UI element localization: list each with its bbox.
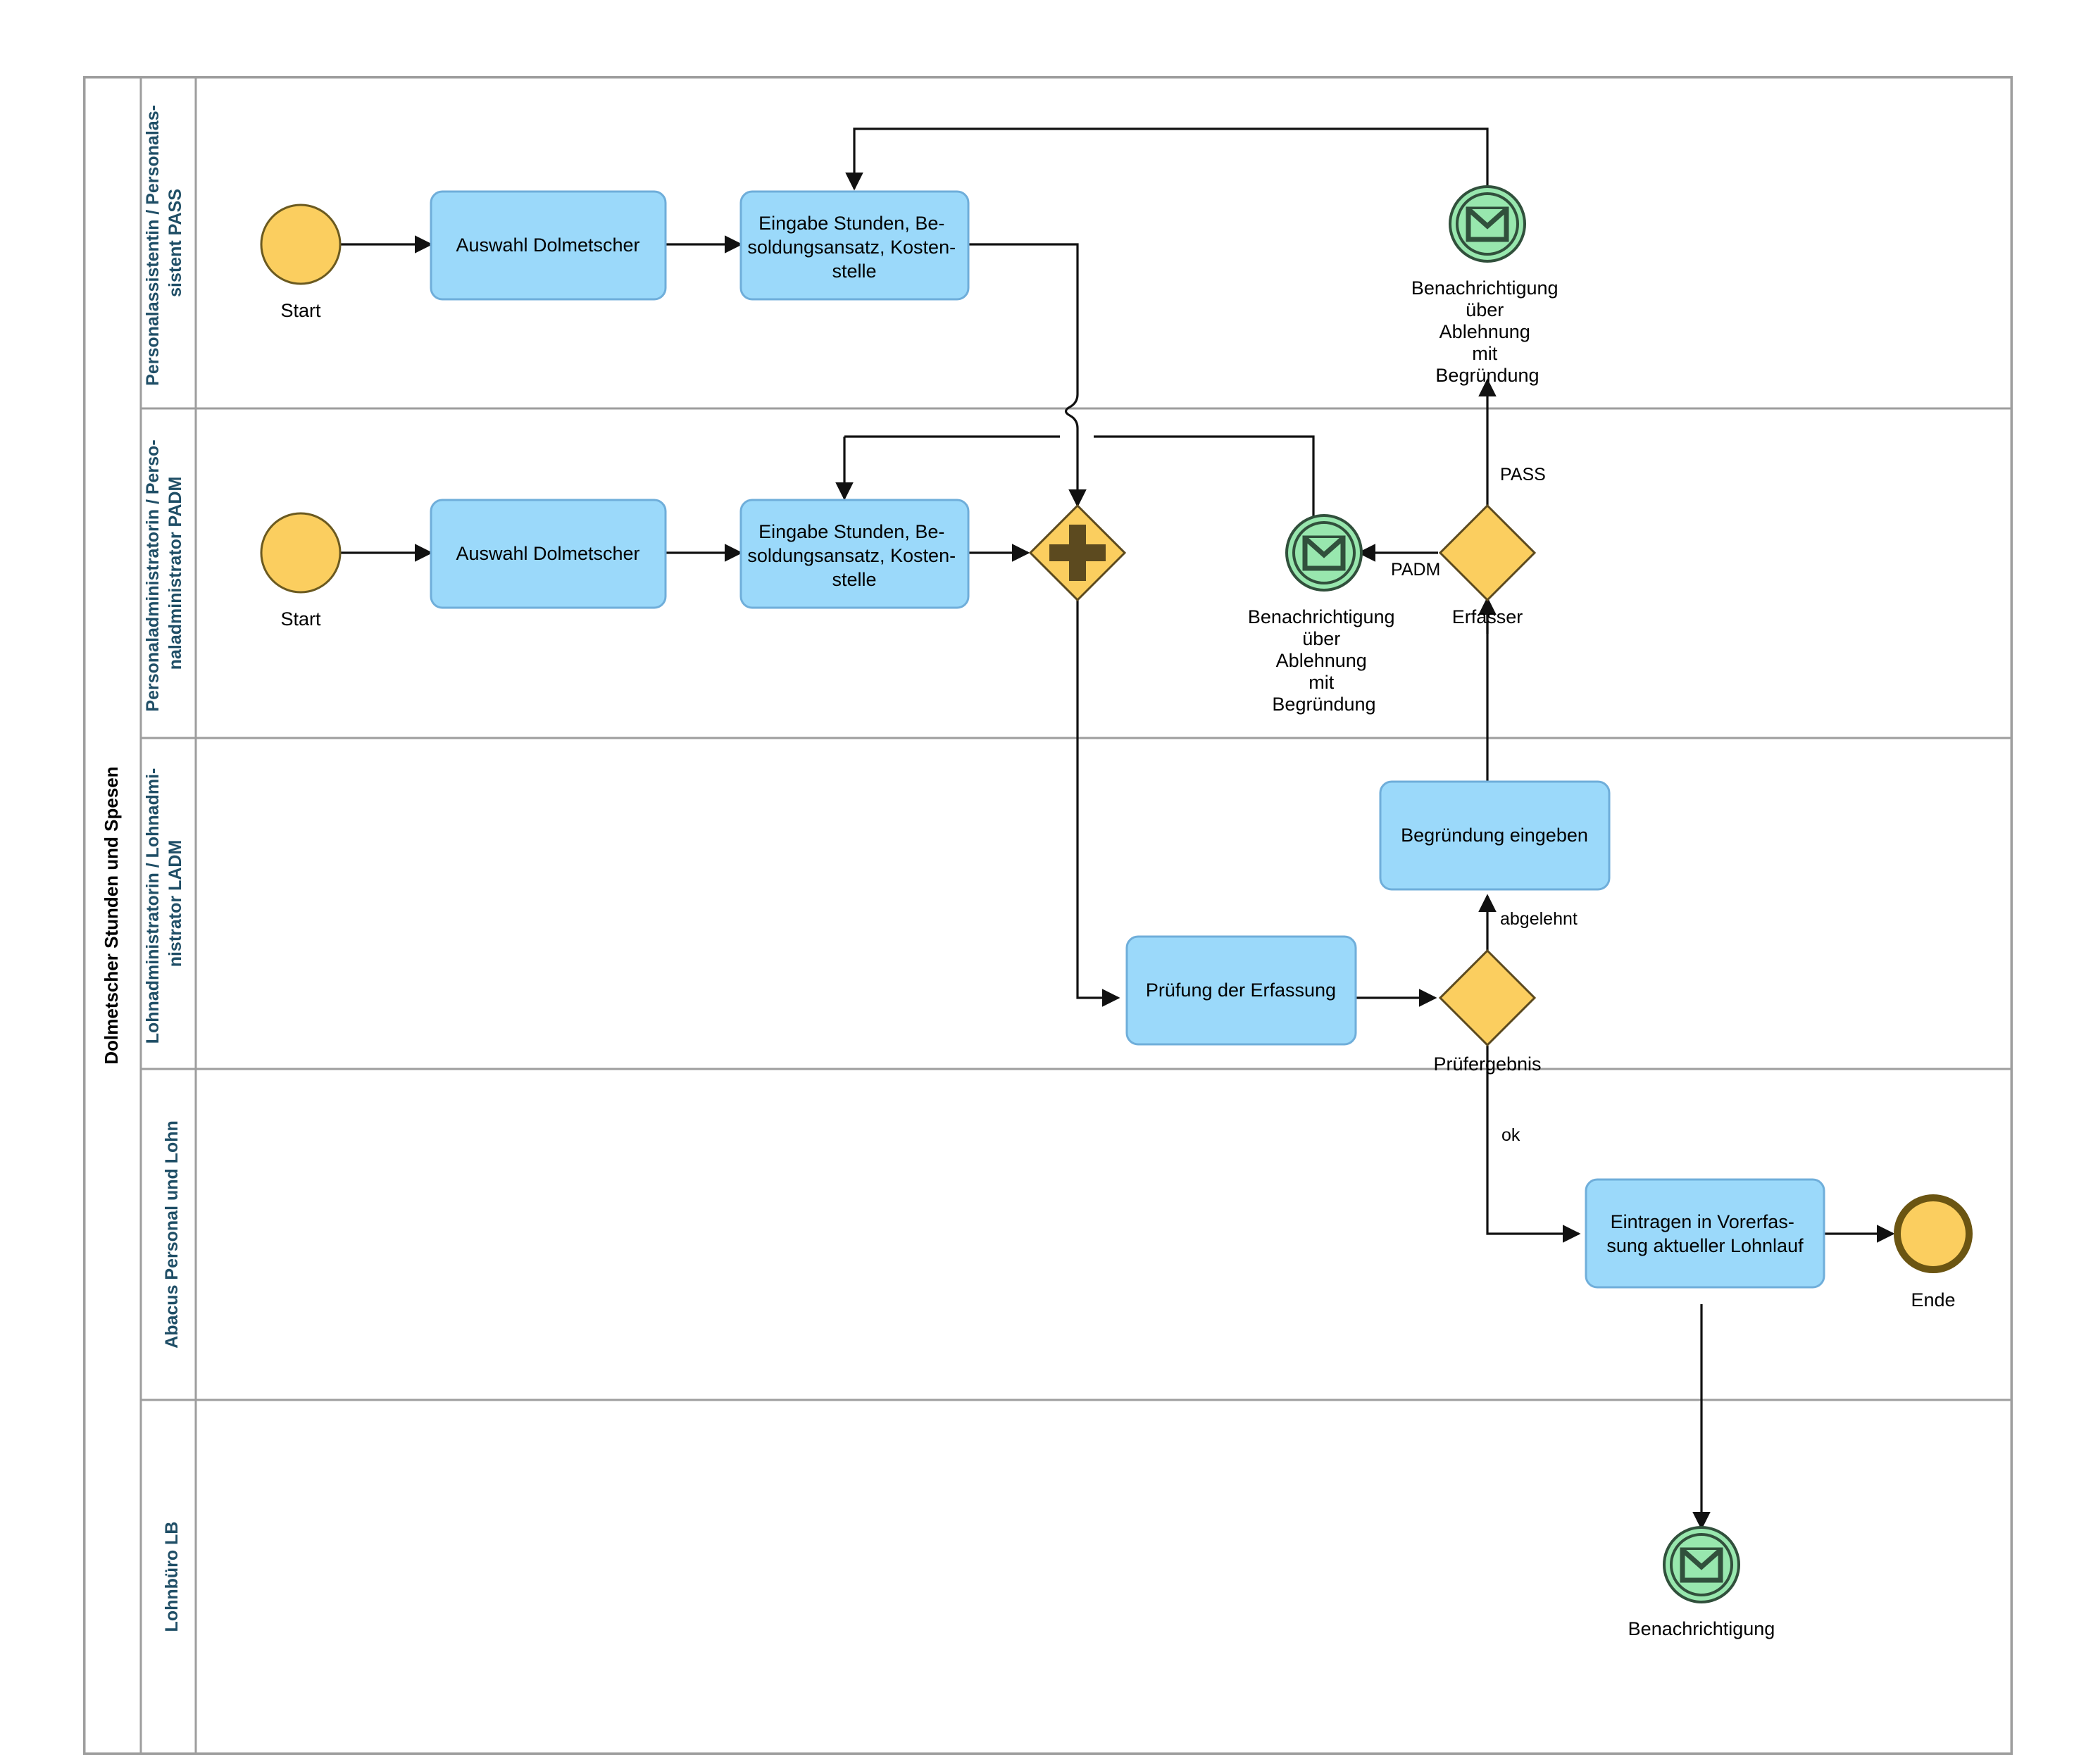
gateway-erfasser-diamond[interactable] bbox=[1438, 503, 1537, 602]
task-auswahl-padm-label: Auswahl Dolmetscher bbox=[456, 543, 639, 564]
message-end-event-padm[interactable]: Benachrichtigung über Ablehnung mit Begr… bbox=[1248, 514, 1400, 715]
sequence-flows bbox=[340, 127, 1895, 1530]
task-eintragen-vorerfassung[interactable]: Eintragen in Vorerfas- sung aktueller Lo… bbox=[1585, 1178, 1825, 1289]
pool-title: Dolmetscher Stunden und Spesen bbox=[101, 766, 122, 1064]
lane-ladm-body bbox=[139, 737, 2013, 1070]
lane-pass: Personalassistentin / Personalas- sisten… bbox=[139, 76, 2013, 410]
lane-lb-label: Lohnbüro LB bbox=[162, 1522, 182, 1632]
lane-pass-label: Personalassistentin / Personalas- sisten… bbox=[143, 100, 185, 386]
start-event-padm[interactable]: Start bbox=[260, 512, 342, 630]
lane-abacus-header bbox=[139, 1068, 197, 1401]
flow-label-padm: PADM bbox=[1391, 560, 1440, 580]
start-event-padm-label: Start bbox=[280, 608, 321, 630]
envelope-icon-flap bbox=[1303, 536, 1345, 558]
task-eingabe-stunden-pass[interactable]: Eingabe Stunden, Be- soldungsansatz, Kos… bbox=[739, 190, 970, 301]
end-event-ende[interactable]: Ende bbox=[1894, 1194, 1973, 1311]
flow-eingabe-pass-to-parallel bbox=[968, 243, 1087, 508]
task-auswahl-pass-label: Auswahl Dolmetscher bbox=[456, 234, 639, 256]
task-auswahl-dolmetscher-pass[interactable]: Auswahl Dolmetscher bbox=[430, 190, 667, 301]
lane-ladm-label: Lohnadministratorin / Lohnadmi- nistrato… bbox=[143, 763, 185, 1044]
task-begruendung-rect[interactable] bbox=[1379, 780, 1611, 891]
flow-parallel-to-pruefung bbox=[1076, 600, 1120, 1007]
envelope-icon bbox=[1302, 535, 1346, 571]
message-end-padm-label: Benachrichtigung über Ablehnung mit Begr… bbox=[1248, 606, 1400, 715]
task-pruefung-der-erfassung[interactable]: Prüfung der Erfassung bbox=[1125, 935, 1357, 1046]
lane-pass-body bbox=[139, 76, 2013, 410]
start-event-padm-circle[interactable] bbox=[260, 512, 342, 594]
pool-header bbox=[83, 76, 142, 1755]
task-begruendung-label: Begründung eingeben bbox=[1401, 825, 1588, 846]
gateway-pruefergebnis-diamond[interactable] bbox=[1438, 949, 1537, 1047]
start-event-pass-circle[interactable] bbox=[260, 204, 342, 285]
message-end-lb-label: Benachrichtigung bbox=[1628, 1618, 1775, 1639]
message-end-event-lb[interactable]: Benachrichtigung bbox=[1628, 1526, 1775, 1639]
plus-icon-vertical bbox=[1069, 525, 1086, 581]
message-end-pass-label: Benachrichtigung über Ablehnung mit Begr… bbox=[1411, 277, 1563, 386]
lane-abacus-label: Abacus Personal und Lohn bbox=[162, 1120, 182, 1349]
flow-loop-to-eingabe-pass bbox=[845, 127, 1489, 204]
envelope-icon bbox=[1466, 206, 1509, 242]
task-auswahl-pass-rect[interactable] bbox=[430, 190, 667, 301]
task-eintragen-label: Eintragen in Vorerfas- sung aktueller Lo… bbox=[1606, 1211, 1804, 1256]
task-eingabe-pass-label: Eingabe Stunden, Be- soldungsansatz, Kos… bbox=[747, 213, 961, 282]
flow-pruefergebnis-ok-to-eintragen bbox=[1486, 1046, 1581, 1243]
envelope-icon-flap bbox=[1680, 1548, 1723, 1570]
start-event-pass[interactable]: Start bbox=[260, 204, 342, 321]
task-auswahl-dolmetscher-padm[interactable]: Auswahl Dolmetscher bbox=[430, 499, 667, 609]
gateway-parallel[interactable] bbox=[1028, 503, 1127, 602]
flow-label-abgelehnt: abgelehnt bbox=[1500, 909, 1578, 929]
lane-ladm: Lohnadministratorin / Lohnadmi- nistrato… bbox=[139, 737, 2013, 1070]
task-eingabe-pass-rect[interactable] bbox=[739, 190, 970, 301]
task-eintragen-rect[interactable] bbox=[1585, 1178, 1825, 1289]
task-eingabe-stunden-padm[interactable]: Eingabe Stunden, Be- soldungsansatz, Kos… bbox=[739, 499, 970, 609]
flow-loop-padm-horizontal-right bbox=[1094, 435, 1315, 535]
task-pruefung-label: Prüfung der Erfassung bbox=[1146, 980, 1336, 1001]
start-event-pass-label: Start bbox=[280, 300, 321, 321]
envelope-icon-flap bbox=[1466, 207, 1509, 230]
lane-lb-header bbox=[139, 1399, 197, 1755]
flow-label-pass: PASS bbox=[1500, 465, 1546, 484]
message-end-event-pass[interactable]: Benachrichtigung über Ablehnung mit Begr… bbox=[1411, 185, 1563, 386]
envelope-icon bbox=[1680, 1547, 1723, 1583]
gateway-erfasser-label: Erfasser bbox=[1452, 606, 1523, 627]
gateway-erfasser[interactable]: Erfasser bbox=[1438, 503, 1537, 627]
task-eingabe-padm-rect[interactable] bbox=[739, 499, 970, 609]
lane-padm-label: Personaladministratorin / Perso- naladmi… bbox=[143, 434, 185, 711]
task-auswahl-padm-rect[interactable] bbox=[430, 499, 667, 609]
gateway-pruefergebnis-label: Prüfergebnis bbox=[1433, 1053, 1541, 1075]
lane-padm-header bbox=[139, 407, 197, 739]
task-eingabe-padm-label: Eingabe Stunden, Be- soldungsansatz, Kos… bbox=[747, 521, 961, 590]
end-event-circle[interactable] bbox=[1894, 1194, 1973, 1273]
end-event-label: Ende bbox=[1911, 1289, 1955, 1311]
gateway-pruefergebnis[interactable]: Prüfergebnis bbox=[1433, 949, 1542, 1075]
task-pruefung-rect[interactable] bbox=[1125, 935, 1357, 1046]
flow-label-ok: ok bbox=[1501, 1125, 1520, 1145]
task-begruendung-eingeben[interactable]: Begründung eingeben bbox=[1379, 780, 1611, 891]
